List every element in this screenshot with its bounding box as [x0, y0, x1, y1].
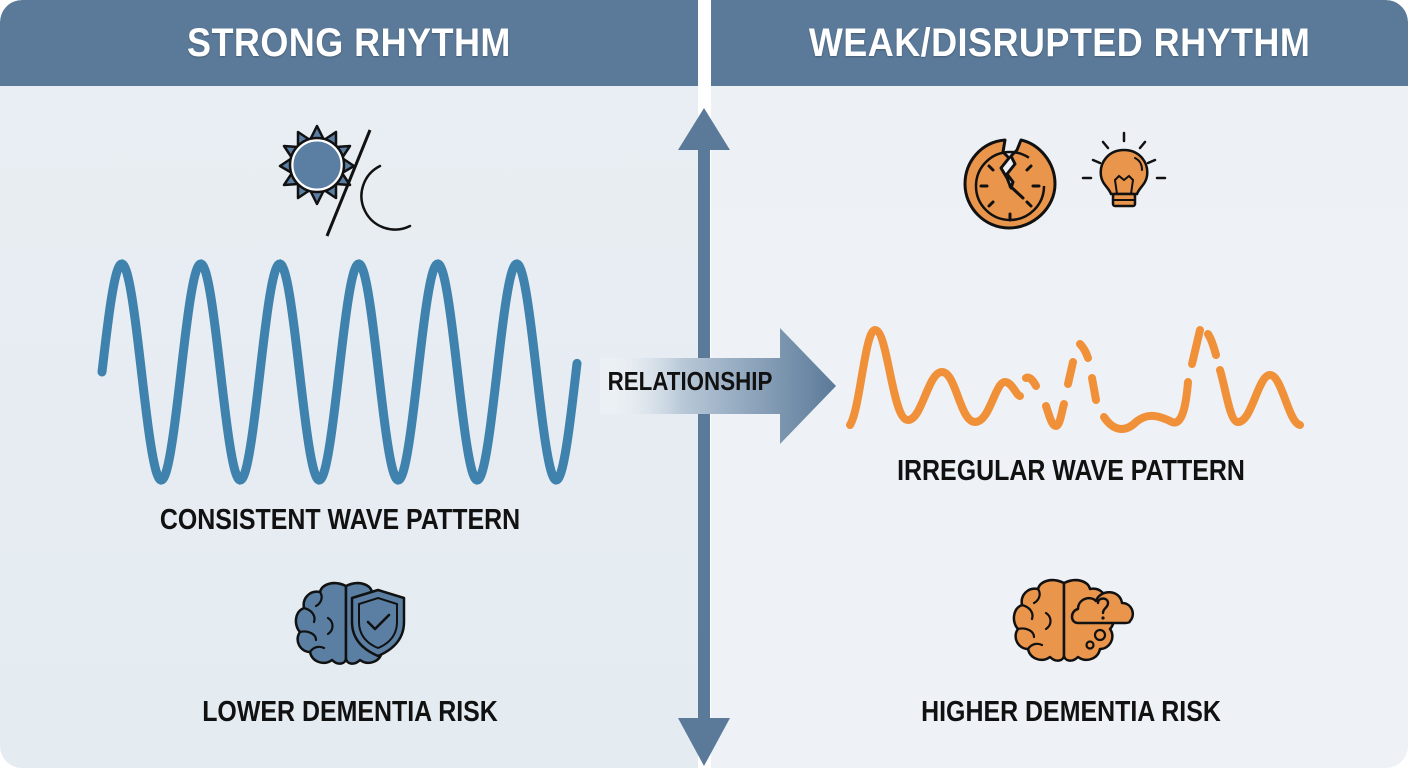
strong-rhythm-title: STRONG RHYTHM: [187, 20, 511, 65]
brain-question-cloud-icon: [1012, 578, 1134, 662]
broken-clock-icon: [963, 138, 1057, 230]
light-bulb-icon: [1081, 131, 1167, 208]
consistent-wave-caption: CONSISTENT WAVE PATTERN: [159, 504, 521, 536]
lower-risk-label: LOWER DEMENTIA RISK: [202, 696, 498, 728]
weak-rhythm-header: WEAK/DISRUPTED RHYTHM: [711, 0, 1408, 86]
relationship-arrow-icon: [600, 328, 836, 444]
higher-risk-label: HIGHER DEMENTIA RISK: [921, 696, 1221, 728]
vertical-double-arrow-icon: [678, 108, 730, 766]
brain-shield-icon: [294, 581, 406, 665]
irregular-wave: [846, 325, 1304, 433]
strong-rhythm-panel: STRONG RHYTHM CONSISTENT WAVE PATTERN LO…: [0, 0, 698, 768]
consistent-wave: [97, 259, 582, 485]
sun-moon-icon: [278, 124, 412, 237]
relationship-label: RELATIONSHIP: [607, 366, 773, 396]
weak-rhythm-title: WEAK/DISRUPTED RHYTHM: [808, 20, 1311, 65]
strong-rhythm-header: STRONG RHYTHM: [0, 0, 698, 86]
irregular-wave-caption: IRREGULAR WAVE PATTERN: [897, 455, 1245, 487]
